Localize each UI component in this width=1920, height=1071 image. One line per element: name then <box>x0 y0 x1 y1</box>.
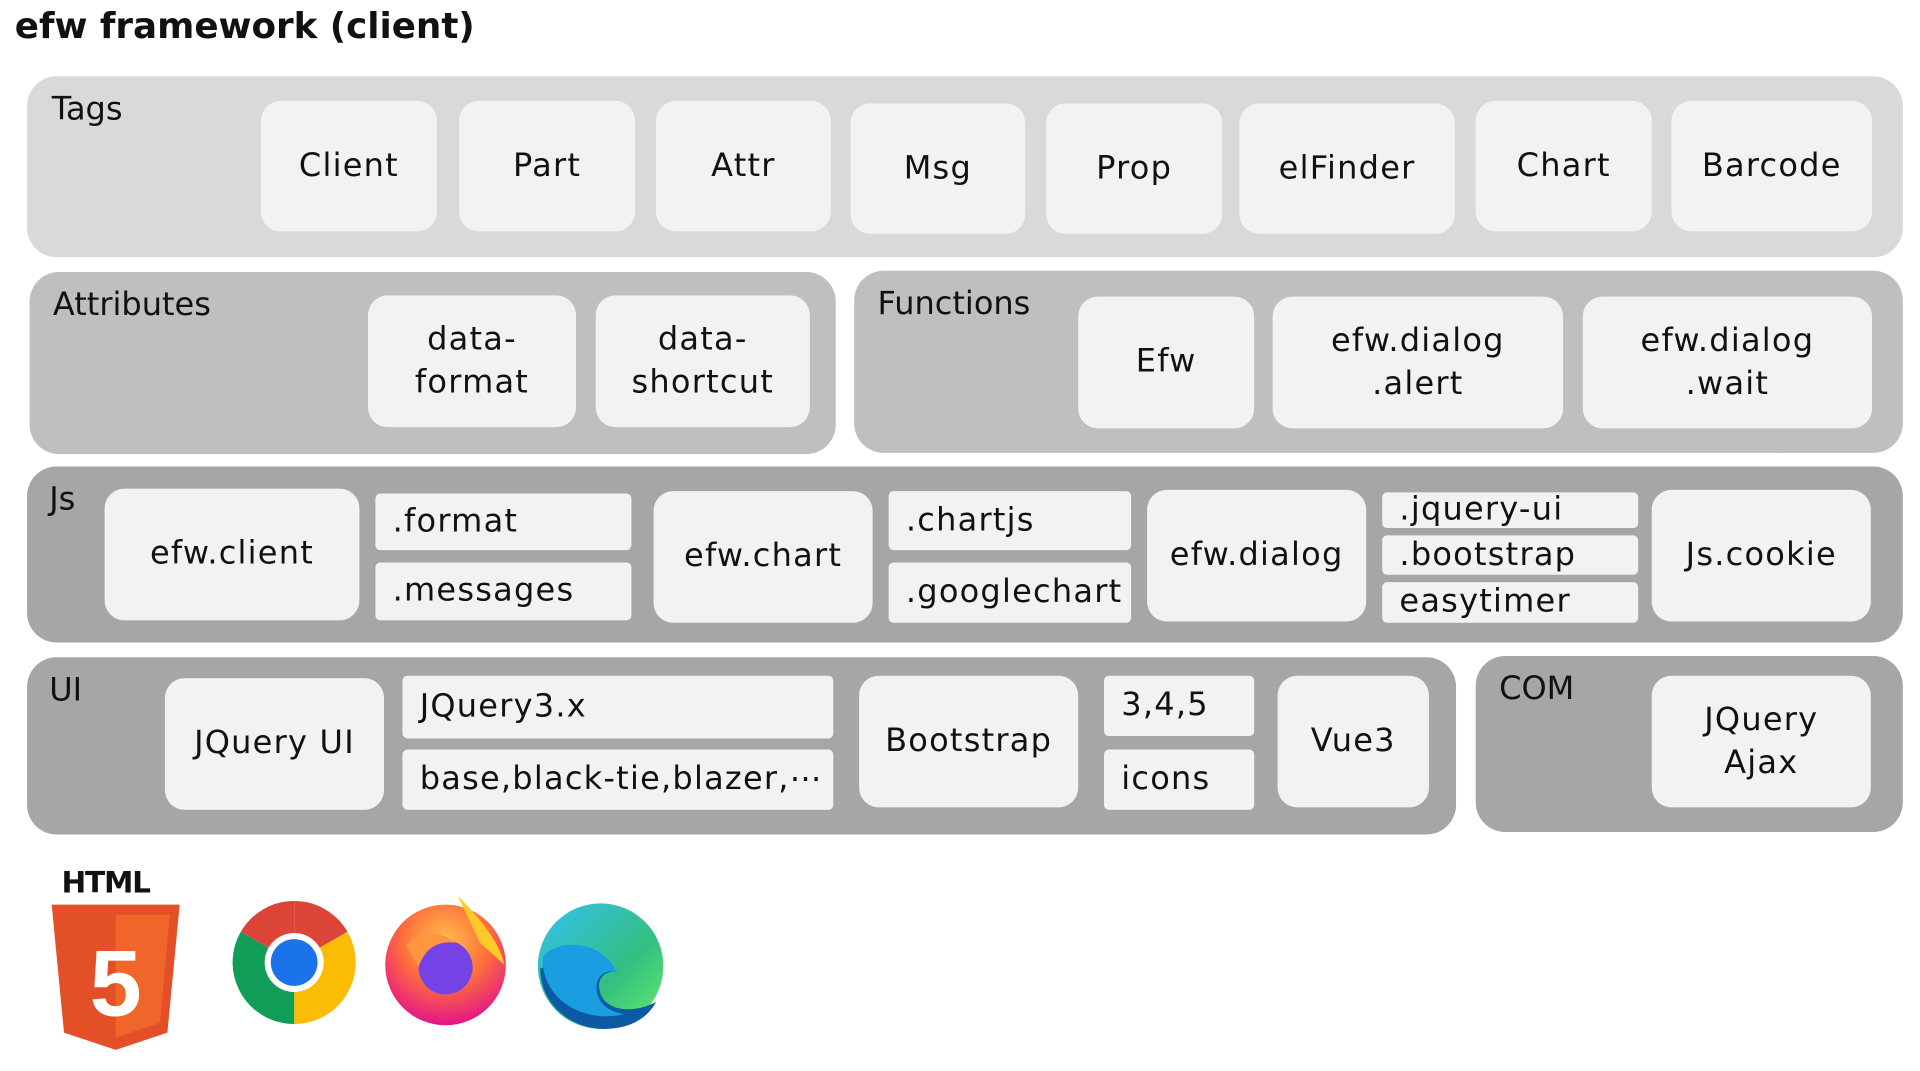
js-messages: .messages <box>375 562 632 621</box>
attr-data-format: data- format <box>368 295 577 428</box>
js-format: .format <box>375 493 632 551</box>
func-dialog-wait: efw.dialog .wait <box>1582 296 1873 429</box>
js-label: Js <box>49 481 76 519</box>
com-jquery-ajax: JQuery Ajax <box>1651 675 1871 808</box>
html5-logo-text: HTML <box>61 865 151 900</box>
js-efw-client: efw.client <box>104 488 360 621</box>
tag-prop: Prop <box>1046 103 1223 234</box>
js-cookie: Js.cookie <box>1651 489 1871 622</box>
firefox-logo-icon <box>385 896 506 1026</box>
tag-chart: Chart <box>1475 100 1652 232</box>
ui-bootstrap-versions: 3,4,5 <box>1104 675 1255 737</box>
ui-themes: base,black-tie,blazer,⋯ <box>402 749 834 810</box>
attr-data-shortcut: data- shortcut <box>595 295 810 428</box>
ui-vue3: Vue3 <box>1277 675 1429 808</box>
functions-label: Functions <box>877 285 1031 323</box>
tag-barcode: Barcode <box>1671 100 1873 232</box>
js-googlechart: .googlechart <box>888 562 1132 623</box>
js-efw-chart: efw.chart <box>653 491 873 623</box>
js-jquery-ui: .jquery-ui <box>1382 491 1639 529</box>
ui-bootstrap: Bootstrap <box>859 675 1079 808</box>
tag-elfinder: elFinder <box>1239 103 1455 234</box>
edge-logo-icon <box>537 903 664 1029</box>
js-chartjs: .chartjs <box>888 491 1132 551</box>
chrome-logo-icon <box>232 900 356 1025</box>
ui-label: UI <box>49 672 83 709</box>
tag-part: Part <box>459 100 636 232</box>
js-bootstrap: .bootstrap <box>1382 535 1639 575</box>
js-easytimer: easytimer <box>1382 582 1639 623</box>
svg-text:5: 5 <box>90 930 142 1035</box>
ui-jquery3: JQuery3.x <box>402 675 834 739</box>
tag-client: Client <box>260 100 437 232</box>
func-efw: Efw <box>1078 296 1255 429</box>
js-efw-dialog: efw.dialog <box>1147 489 1367 622</box>
ui-jquery-ui: JQuery UI <box>164 678 385 810</box>
tags-label: Tags <box>51 91 123 129</box>
page-title: efw framework (client) <box>14 4 475 47</box>
html5-logo-icon: HTML 5 <box>49 865 184 1052</box>
func-dialog-alert: efw.dialog .alert <box>1272 296 1564 429</box>
tag-msg: Msg <box>850 103 1026 234</box>
ui-bootstrap-icons: icons <box>1104 749 1255 810</box>
com-label: COM <box>1499 670 1575 708</box>
attributes-label: Attributes <box>52 286 211 324</box>
tag-attr: Attr <box>656 100 831 232</box>
